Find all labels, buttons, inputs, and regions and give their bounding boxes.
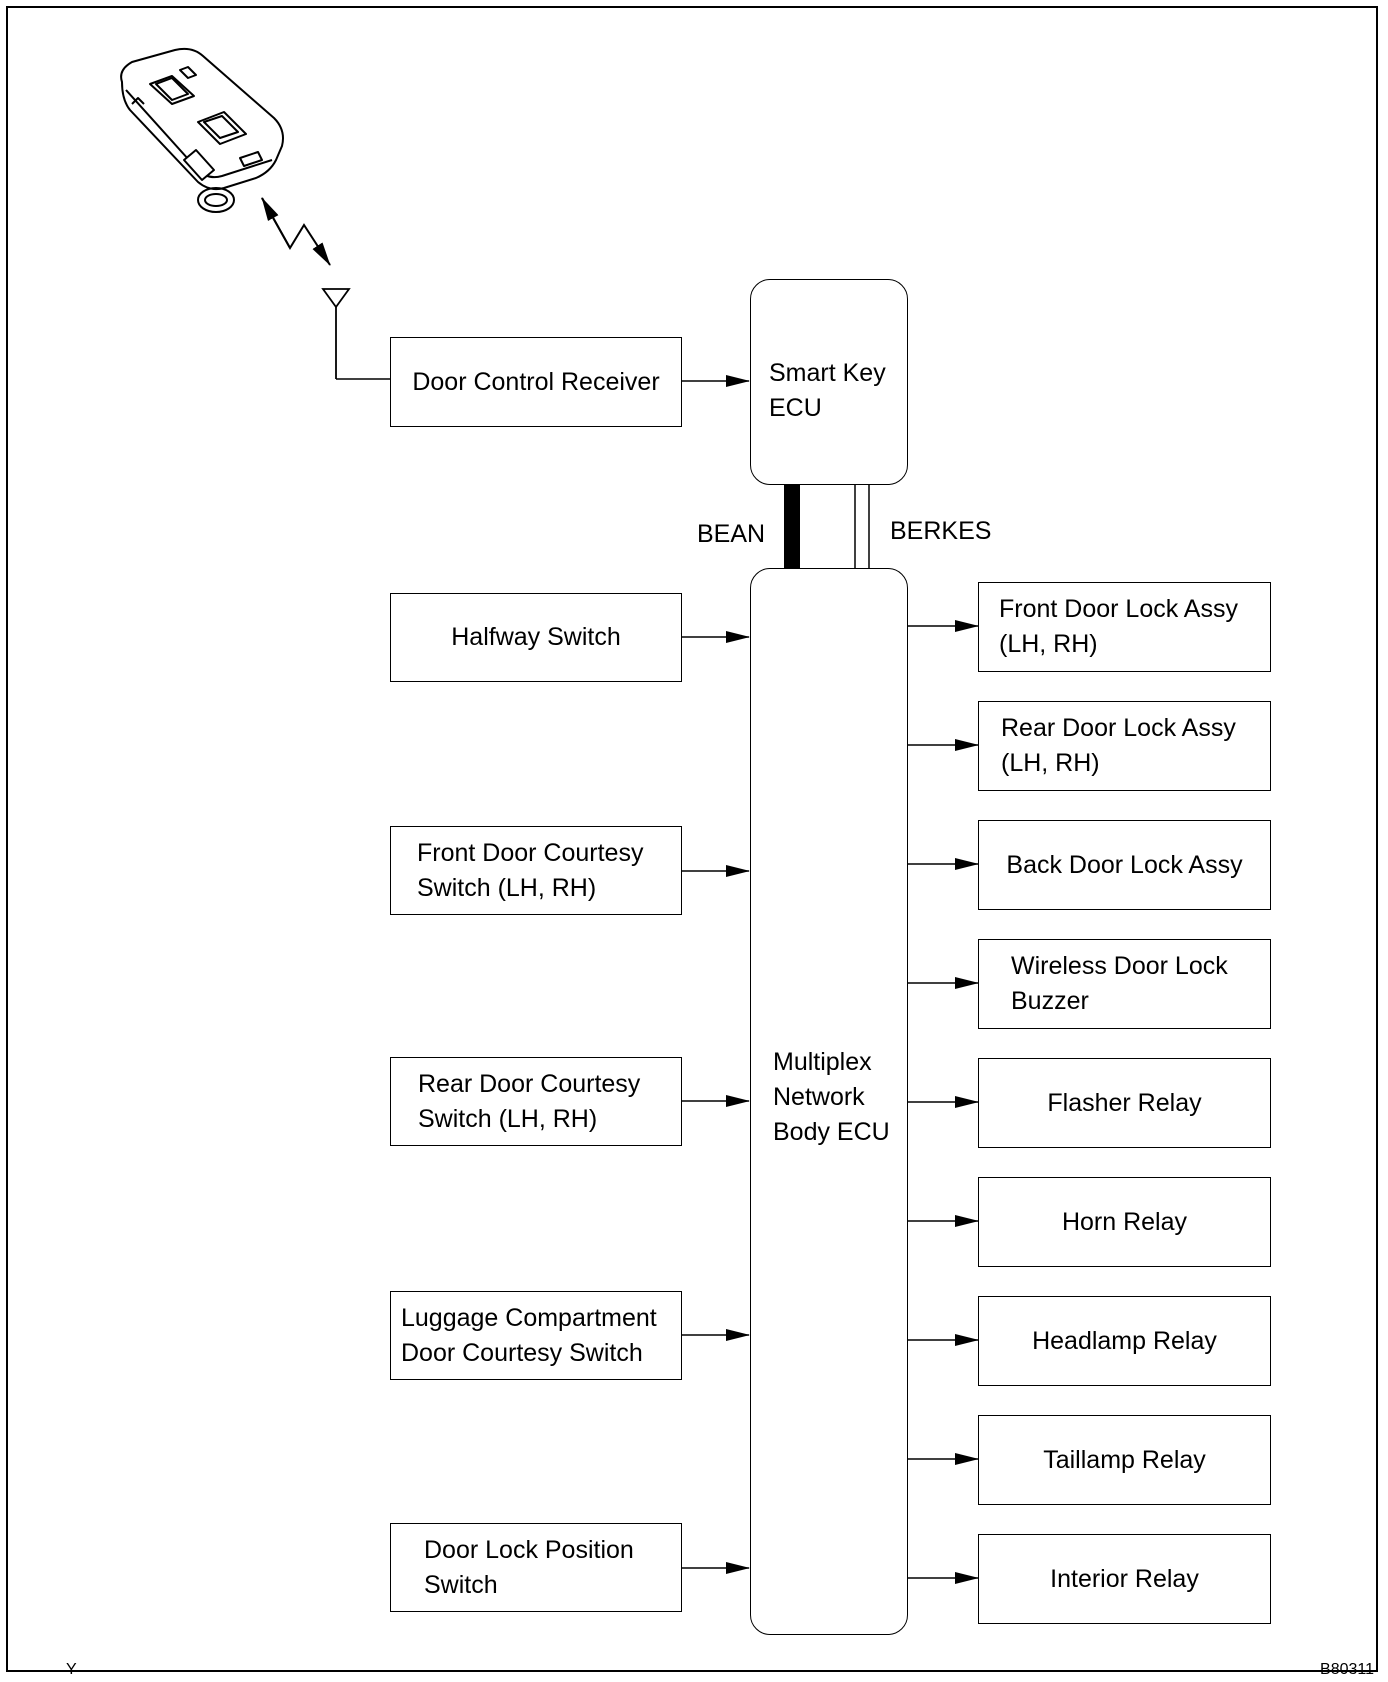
output-label: Taillamp Relay — [1043, 1445, 1206, 1474]
output-box-taillamp-relay: Taillamp Relay — [978, 1415, 1271, 1505]
radio-signal-icon — [261, 197, 331, 266]
output-label: Flasher Relay — [1047, 1088, 1202, 1117]
door-control-receiver-label: Door Control Receiver — [412, 367, 660, 396]
output-box-rear-door-lock-assy: Rear Door Lock Assy (LH, RH) — [978, 701, 1271, 791]
body-ecu-label: Multiplex Network Body ECU — [773, 1048, 890, 1146]
corner-mark-left: Y — [66, 1661, 77, 1678]
output-label: Headlamp Relay — [1032, 1326, 1217, 1355]
antenna-icon — [321, 288, 351, 379]
smart-key-ecu: Smart Key ECU — [750, 279, 908, 485]
key-fob-icon — [120, 47, 284, 213]
input-box-halfway-switch: Halfway Switch — [390, 593, 682, 682]
output-label: Back Door Lock Assy — [1006, 850, 1243, 879]
multiplex-network-body-ecu: Multiplex Network Body ECU — [750, 568, 908, 1635]
output-label: Horn Relay — [1061, 1207, 1188, 1236]
input-label: Door Lock Position Switch — [424, 1535, 634, 1599]
input-box-door-lock-position-switch: Door Lock Position Switch — [390, 1523, 682, 1612]
output-box-interior-relay: Interior Relay — [978, 1534, 1271, 1624]
input-label: Halfway Switch — [451, 623, 621, 651]
output-box-wireless-door-lock-buzzer: Wireless Door Lock Buzzer — [978, 939, 1271, 1029]
output-box-flasher-relay: Flasher Relay — [978, 1058, 1271, 1148]
output-box-back-door-lock-assy: Back Door Lock Assy — [978, 820, 1271, 910]
output-box-horn-relay: Horn Relay — [978, 1177, 1271, 1267]
input-box-luggage-compartment-door-courtesy-switch: Luggage Compartment Door Courtesy Switch — [390, 1291, 682, 1380]
bean-bus-label: BEAN — [697, 520, 766, 548]
input-box-front-door-courtesy-switch: Front Door Courtesy Switch (LH, RH) — [390, 826, 682, 915]
output-box-front-door-lock-assy: Front Door Lock Assy (LH, RH) — [978, 582, 1271, 672]
input-box-rear-door-courtesy-switch: Rear Door Courtesy Switch (LH, RH) — [390, 1057, 682, 1146]
door-control-receiver-box: Door Control Receiver — [390, 337, 682, 427]
output-label: Front Door Lock Assy (LH, RH) — [999, 595, 1238, 658]
output-label: Rear Door Lock Assy (LH, RH) — [1001, 714, 1236, 777]
figure-code: B80311 — [1320, 1661, 1374, 1678]
input-label: Front Door Courtesy Switch (LH, RH) — [417, 838, 644, 902]
input-label: Rear Door Courtesy Switch (LH, RH) — [418, 1069, 641, 1133]
output-box-headlamp-relay: Headlamp Relay — [978, 1296, 1271, 1386]
diagram-frame — [6, 6, 1378, 1672]
input-label: Luggage Compartment Door Courtesy Switch — [401, 1303, 657, 1367]
output-label: Interior Relay — [1050, 1564, 1199, 1593]
berkes-bus-label: BERKES — [890, 517, 992, 545]
smart-key-ecu-label: Smart Key ECU — [769, 359, 886, 422]
output-label: Wireless Door Lock Buzzer — [1011, 952, 1228, 1015]
